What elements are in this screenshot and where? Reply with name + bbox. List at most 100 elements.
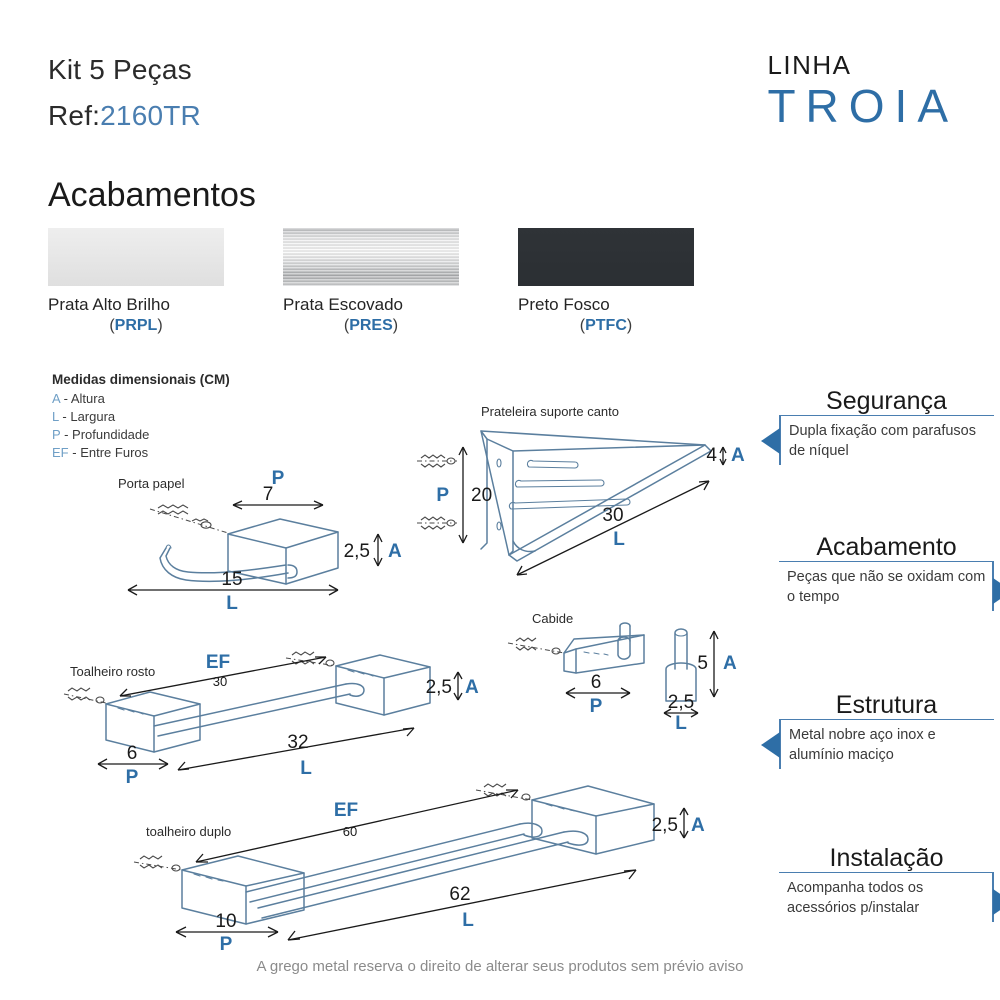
legend-title: Medidas dimensionais (CM) [52,372,230,387]
legend-row-l: L - Largura [52,408,230,426]
part-front-view [665,628,697,702]
dim-letter: A [388,541,402,562]
dim-value: 5 [697,653,708,674]
finish-option-prpl: Prata Alto Brilho (PRPL) [48,228,224,335]
dimension-a: 2,5 A [344,533,402,567]
feature-body-text: Acompanha todos os acessórios p/instalar [787,880,924,916]
feature-title: Acabamento [816,533,957,561]
dim-letter: L [613,529,625,550]
dimension-a: 2,5 A [652,807,705,839]
dimension-a: 5 A [697,630,737,698]
feature-estrutura: Estrutura Metal nobre aço inox e alumíni… [761,691,994,770]
legend-key: P [52,426,61,442]
dimension-a: 2,5 A [426,671,479,701]
finish-code: (PTFC) [579,317,633,334]
finish-code-text: PTFC [585,317,627,334]
dimension-l: 62 L [287,869,637,941]
legend-text: Altura [70,391,105,406]
feature-body-text: Peças que não se oxidam com o tempo [787,569,986,605]
finish-code: (PRPL) [109,317,163,334]
arrow-right-icon [993,577,1000,604]
part-body [480,430,712,562]
swatch-black-matte [518,228,694,286]
part-label: Porta papel [118,476,185,491]
finish-option-ptfc: Preto Fosco (PTFC) [518,228,694,335]
part-body [105,654,431,753]
screw-icon [149,504,229,534]
feature-title: Instalação [829,844,944,872]
part-body [181,785,655,925]
dim-value: 7 [263,484,274,505]
finish-label: Prata Alto Brilho [48,295,170,314]
dimension-p: 10 P [175,911,279,955]
dim-value: 20 [471,485,492,506]
drawing-toalheiro-duplo: toalheiro duplo EF [128,778,705,955]
drawing-toalheiro-rosto: Toalheiro rosto EF 30 [58,648,479,793]
screw-icon [285,651,337,667]
dim-letter: A [465,677,479,698]
finishes-heading: Acabamentos [48,176,256,214]
product-reference: Ref:2160TR [48,100,201,132]
arrow-right-icon [993,888,1000,915]
dim-letter: P [220,934,233,955]
brand-line-label: LINHA [767,50,852,80]
dim-letter: EF [334,800,358,821]
dim-letter: L [226,593,238,614]
dimension-a: 4 A [706,445,745,466]
swatch-silver-polished [48,228,224,286]
dim-letter: P [436,485,449,506]
feature-body: Acompanha todos os acessórios p/instalar [779,872,1000,923]
legend-key: A [52,391,60,406]
legend-key: L [52,408,59,424]
part-label: Cabide [532,611,573,626]
dim-value: 32 [287,732,308,753]
dim-letter: L [300,758,312,779]
dimensions-legend: Medidas dimensionais (CM) A - Altura L -… [52,372,230,462]
feature-acabamento: Acabamento Peças que não se oxidam com o… [779,533,1000,612]
finish-option-pres: Prata Escovado (PRES) [283,228,459,335]
screw-icon [417,516,457,530]
drawing-cabide: Cabide 6 P 5 A 2,5 L [500,605,750,734]
dim-value: 60 [343,824,357,839]
ref-code: 2160TR [100,100,201,131]
dimension-l: 2,5 L [663,692,699,734]
arrow-left-icon [761,731,780,758]
dim-letter: EF [206,652,230,673]
part-label: toalheiro duplo [146,824,231,839]
feature-body: Peças que não se oxidam com o tempo [779,561,1000,612]
screw-icon [63,687,107,704]
ref-prefix: Ref: [48,100,101,131]
dimension-p: 7 P [232,468,324,510]
dim-letter: P [590,696,603,717]
brand-logo: LINHA TROIA [767,52,958,136]
dimension-ef: EF 30 [119,652,327,697]
dim-value: 10 [215,911,236,932]
screw-icon [417,454,457,468]
feature-title: Estrutura [835,691,938,719]
dim-letter: P [126,767,139,788]
finish-label: Prata Escovado [283,295,404,314]
feature-body-text: Metal nobre aço inox e alumínio maciço [789,727,936,763]
dimension-p: 6 P [565,672,631,717]
feature-seguranca: Segurança Dupla fixação com parafusos de… [761,388,994,466]
screw-icon [133,855,183,872]
dim-letter: L [675,713,687,734]
dim-value: 2,5 [426,677,452,698]
screw-icon [507,637,565,655]
legend-sep: - [62,408,67,424]
dim-value: 2,5 [652,815,678,836]
feature-body: Dupla fixação com parafusos de níquel [761,415,994,466]
dim-value: 15 [221,569,242,590]
finish-label: Preto Fosco [518,295,610,314]
dim-letter: L [462,910,474,931]
dim-value: 30 [213,674,227,689]
finish-code-text: PRES [349,317,393,334]
dim-value: 2,5 [344,541,370,562]
dim-value: 6 [591,672,602,693]
legend-sep: - [63,391,68,406]
dim-value: 6 [127,743,138,764]
legend-row-p: P - Profundidade [52,426,230,444]
dim-letter: A [731,445,745,466]
finish-code: (PRES) [343,317,399,334]
dimension-l: 32 L [177,727,415,779]
